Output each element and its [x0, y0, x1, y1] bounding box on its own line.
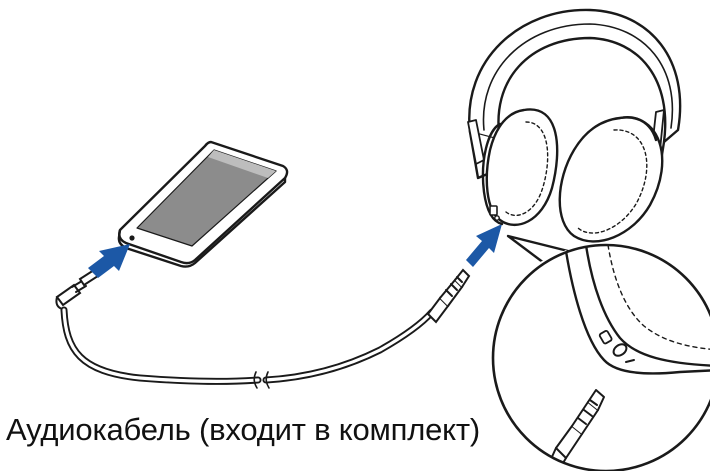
arrow-to-headphones — [466, 224, 502, 267]
cable-wire — [60, 306, 436, 385]
zoomed-ear-cup-detail — [545, 245, 710, 471]
arrow-to-phone — [88, 244, 130, 278]
headphones-icon — [467, 8, 682, 243]
right-ear-cup — [558, 116, 664, 243]
cable-plug-right — [426, 268, 471, 324]
headband — [468, 8, 682, 144]
zoom-callout — [491, 234, 710, 471]
cable-plug-left — [55, 262, 106, 311]
audio-cable-icon — [55, 262, 471, 389]
cable-caption: Аудиокабель (входит в комплект) — [6, 412, 481, 447]
zoomed-plug — [545, 389, 605, 471]
smartphone-icon — [117, 140, 289, 268]
phone-audio-jack — [129, 235, 135, 241]
